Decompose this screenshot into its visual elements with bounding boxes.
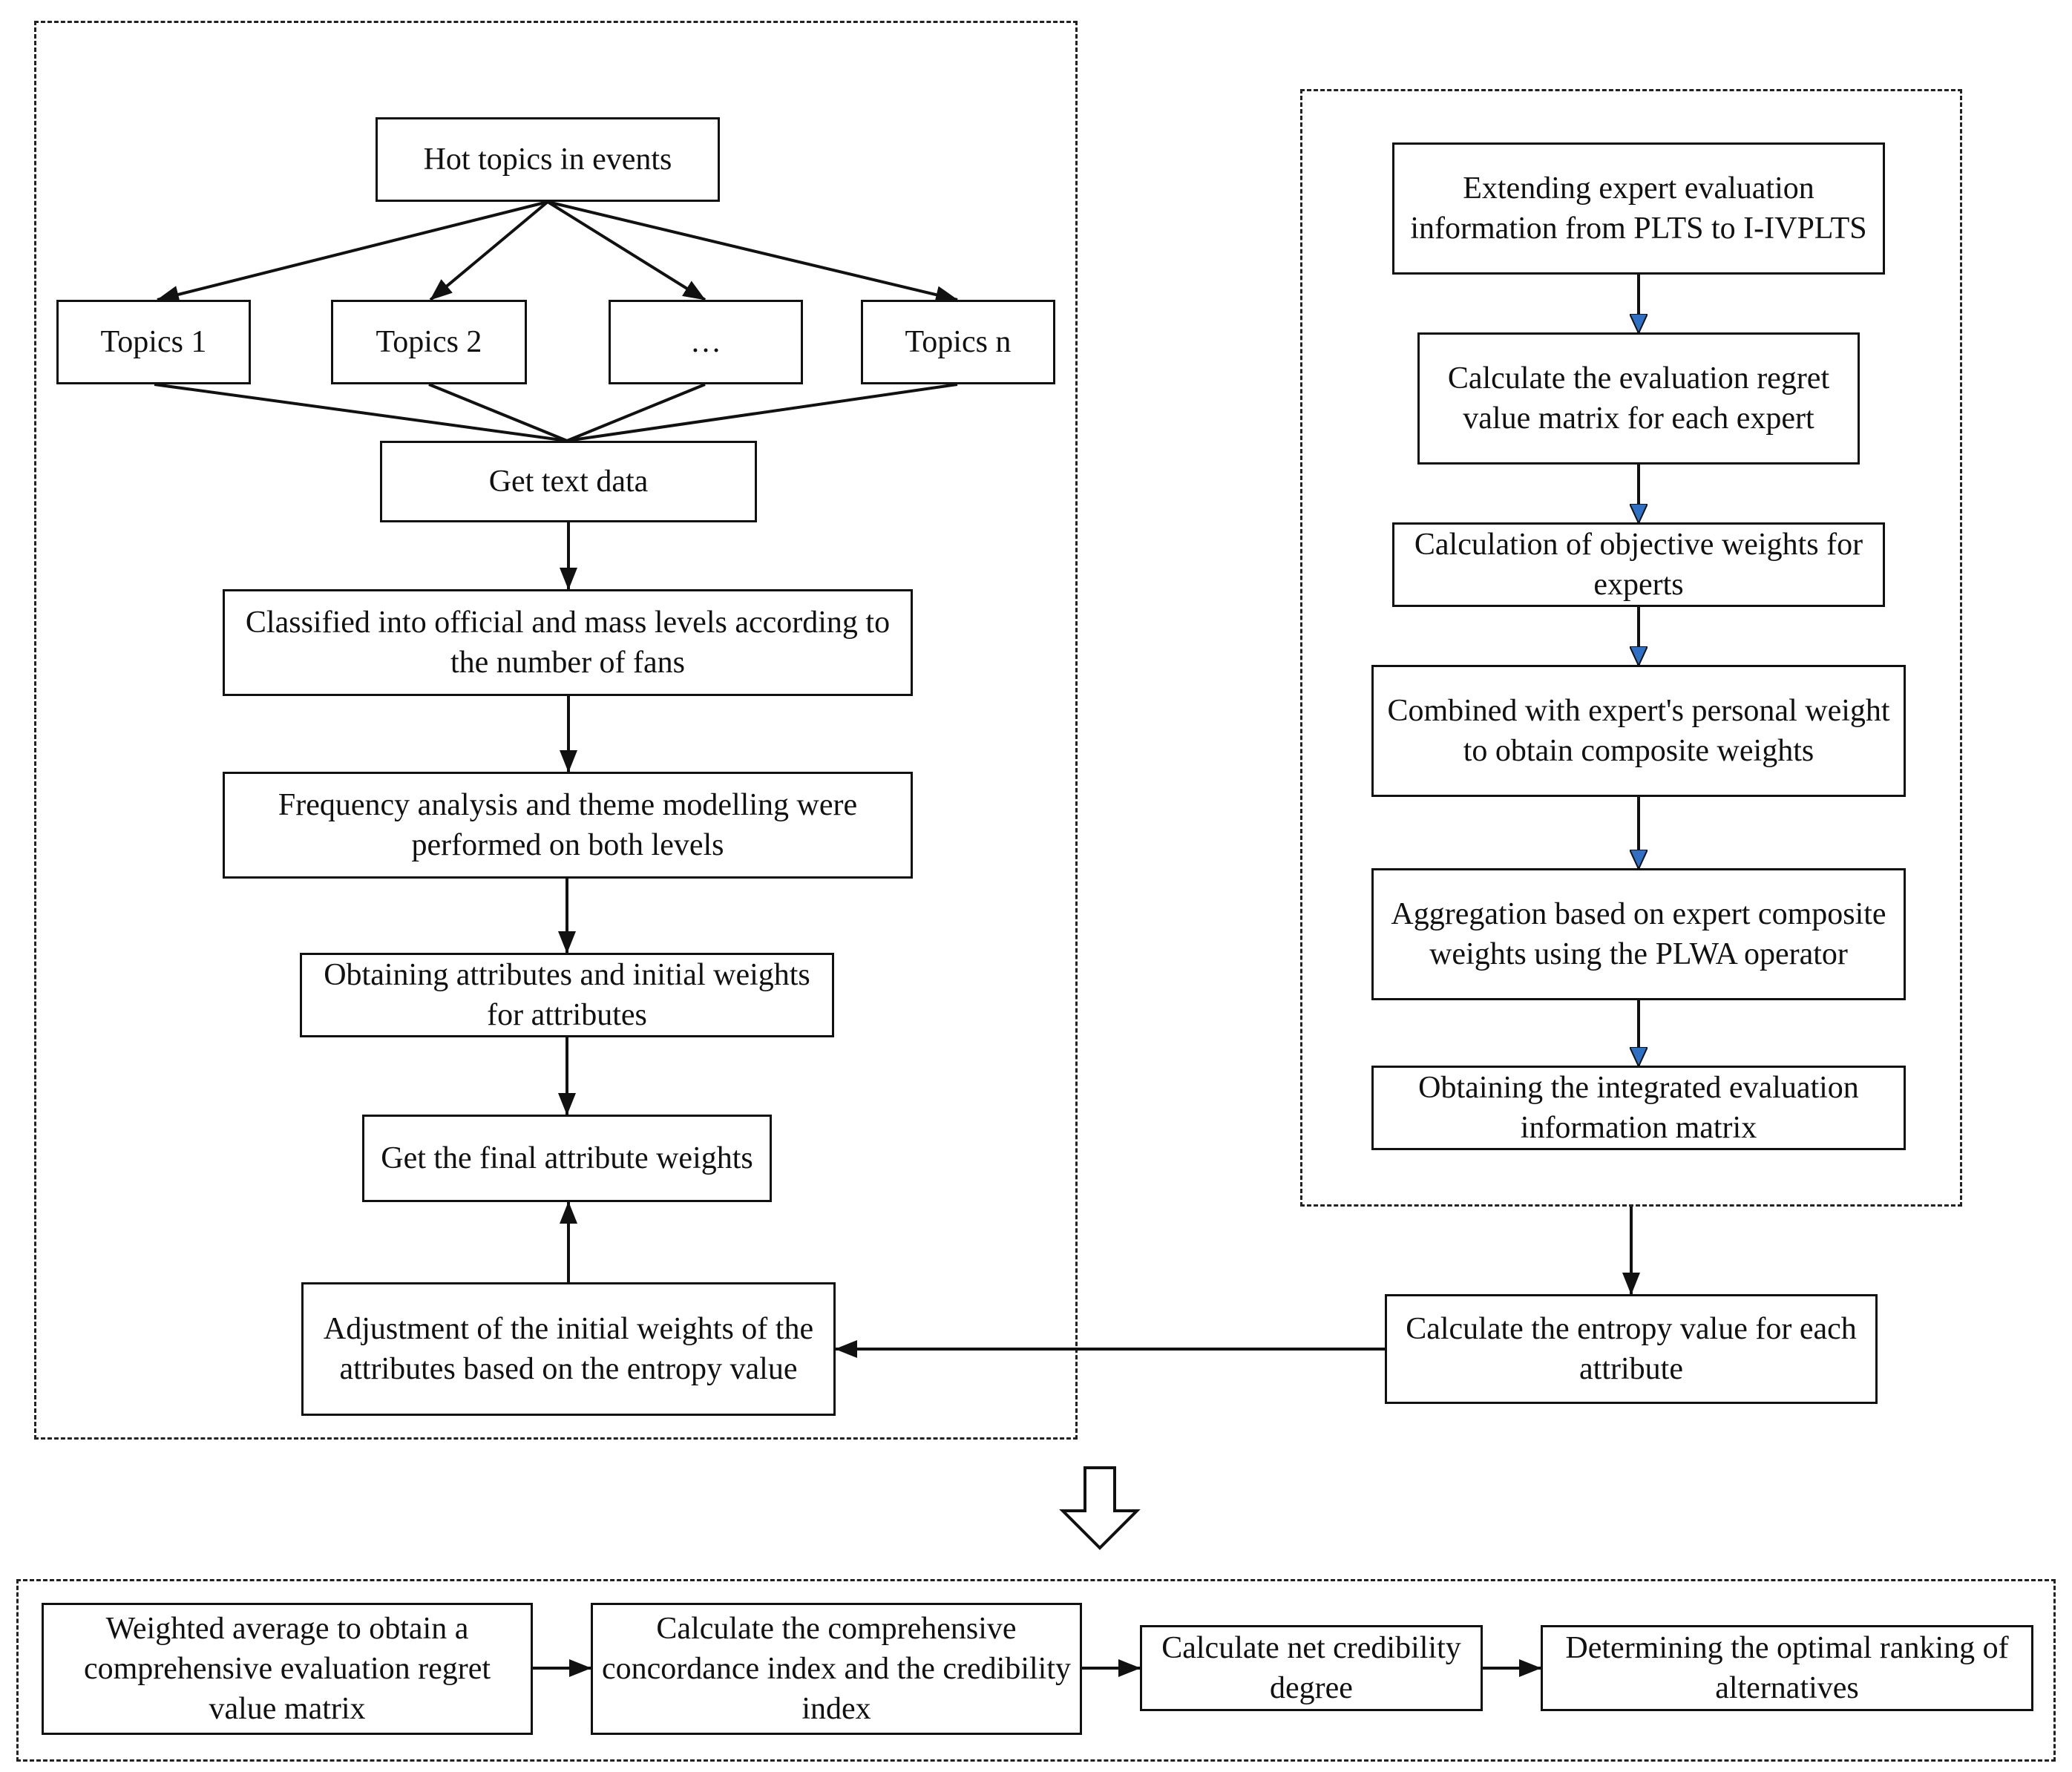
objective-weights-box: Calculation of objective weights for exp… bbox=[1392, 522, 1885, 607]
integrated-matrix-box: Obtaining the integrated evaluation info… bbox=[1371, 1066, 1906, 1150]
line-topics-n-to-text bbox=[566, 383, 958, 442]
right-panel-frame bbox=[1300, 89, 1962, 1207]
concordance-box: Calculate the comprehensive concordance … bbox=[591, 1603, 1082, 1735]
arrow-hot-to-topics-ellipsis bbox=[546, 200, 706, 301]
combined-weights-box: Combined with expert's personal weight t… bbox=[1371, 665, 1906, 797]
frequency-analysis-box: Frequency analysis and theme modelling w… bbox=[223, 772, 913, 879]
ranking-box: Determining the optimal ranking of alter… bbox=[1541, 1625, 2033, 1711]
topics-ellipsis-box: … bbox=[609, 300, 803, 384]
classified-box: Classified into official and mass levels… bbox=[223, 589, 913, 696]
weighted-average-box: Weighted average to obtain a comprehensi… bbox=[42, 1603, 533, 1735]
arrow-hot-to-topics-1 bbox=[157, 200, 548, 303]
final-weights-box: Get the final attribute weights bbox=[362, 1115, 772, 1202]
topics-n-box: Topics n bbox=[861, 300, 1055, 384]
bottom-panel-frame bbox=[16, 1579, 2056, 1762]
topics-1-box: Topics 1 bbox=[56, 300, 251, 384]
entropy-box: Calculate the entropy value for each att… bbox=[1385, 1294, 1878, 1404]
topics-2-box: Topics 2 bbox=[331, 300, 527, 384]
obtaining-attributes-box: Obtaining attributes and initial weights… bbox=[300, 953, 834, 1037]
line-topics-ellipsis-to-text bbox=[566, 383, 706, 442]
arrow-hot-to-topics-n bbox=[547, 200, 958, 303]
arrow-hot-to-topics-2 bbox=[429, 200, 549, 301]
aggregation-box: Aggregation based on expert composite we… bbox=[1371, 868, 1906, 1000]
line-topics-1-to-text bbox=[154, 383, 568, 442]
get-text-data-box: Get text data bbox=[380, 441, 757, 522]
line-topics-2-to-text bbox=[428, 383, 568, 442]
extending-box: Extending expert evaluation information … bbox=[1392, 142, 1885, 275]
flow-down-arrow-icon bbox=[1059, 1466, 1141, 1550]
hot-topics-box: Hot topics in events bbox=[376, 117, 720, 202]
net-credibility-box: Calculate net credibility degree bbox=[1140, 1625, 1483, 1711]
regret-matrix-box: Calculate the evaluation regret value ma… bbox=[1417, 332, 1860, 465]
left-panel-frame bbox=[34, 21, 1078, 1440]
adjustment-box: Adjustment of the initial weights of the… bbox=[301, 1282, 836, 1416]
